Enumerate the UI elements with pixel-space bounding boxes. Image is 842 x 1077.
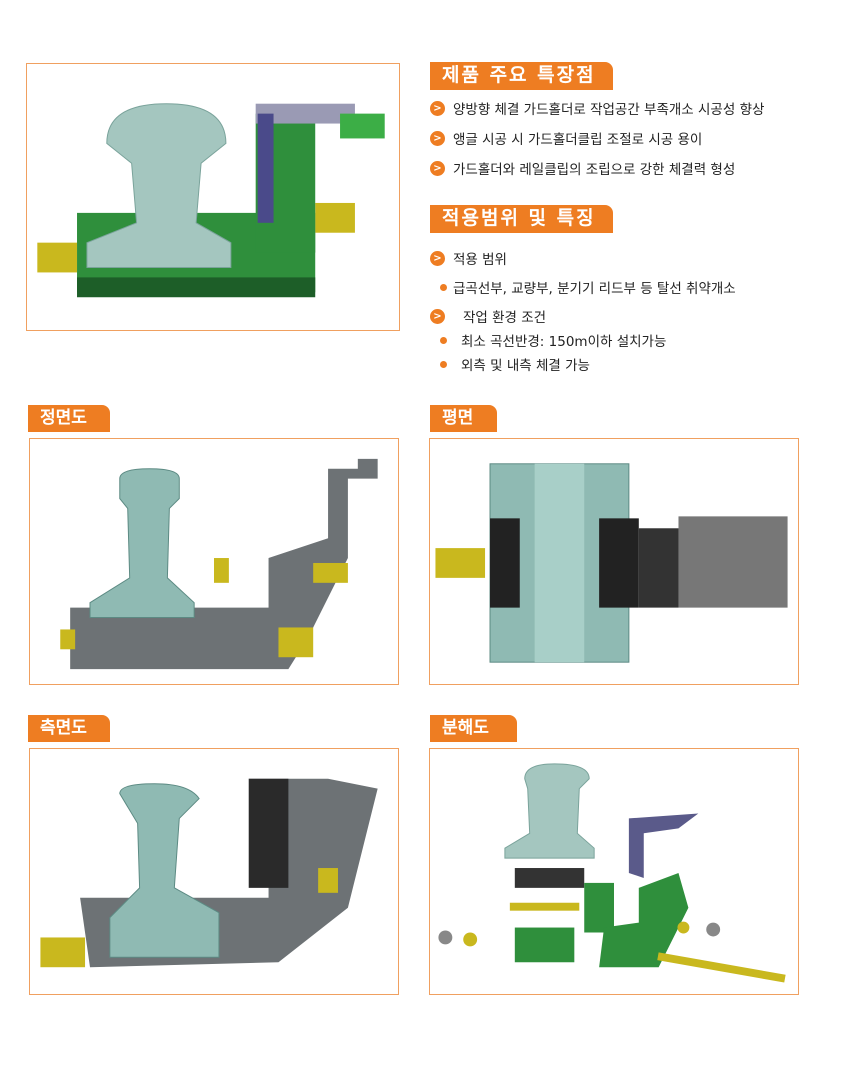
exploded-view-label: 분해도 <box>430 715 517 742</box>
condition-item: 최소 곡선반경: 150m이하 설치가능 <box>440 330 666 350</box>
chevron-right-icon: > <box>430 308 445 324</box>
front-view-image <box>29 438 399 685</box>
feature-item: >앵글 시공 시 가드홀더클립 조절로 시공 용이 <box>430 128 702 148</box>
chevron-right-icon: > <box>430 160 445 176</box>
plan-view-label: 평면 <box>430 405 497 432</box>
product-3d-image <box>26 63 400 331</box>
feature-item: >양방향 체결 가드홀더로 작업공간 부족개소 시공성 향상 <box>430 98 764 118</box>
application-item: 급곡선부, 교량부, 분기기 리드부 등 탈선 취약개소 <box>440 277 736 297</box>
side-view-image <box>29 748 399 995</box>
plan-view-image <box>429 438 799 685</box>
condition-item: 외측 및 내측 체결 가능 <box>440 354 590 374</box>
conditions-label: >작업 환경 조건 <box>430 306 546 326</box>
bullet-icon <box>440 336 447 344</box>
feature-item: >가드홀더와 레일클립의 조립으로 강한 체결력 형성 <box>430 158 735 178</box>
front-view-label: 정면도 <box>28 405 110 432</box>
bullet-icon <box>440 360 447 368</box>
chevron-right-icon: > <box>430 130 445 146</box>
scope-header: 적용범위 및 특징 <box>430 205 613 233</box>
application-label: >적용 범위 <box>430 248 507 268</box>
bullet-icon <box>440 283 447 291</box>
features-header: 제품 주요 특장점 <box>430 62 613 90</box>
exploded-view-image <box>429 748 799 995</box>
chevron-right-icon: > <box>430 100 445 116</box>
chevron-right-icon: > <box>430 250 445 266</box>
side-view-label: 측면도 <box>28 715 110 742</box>
